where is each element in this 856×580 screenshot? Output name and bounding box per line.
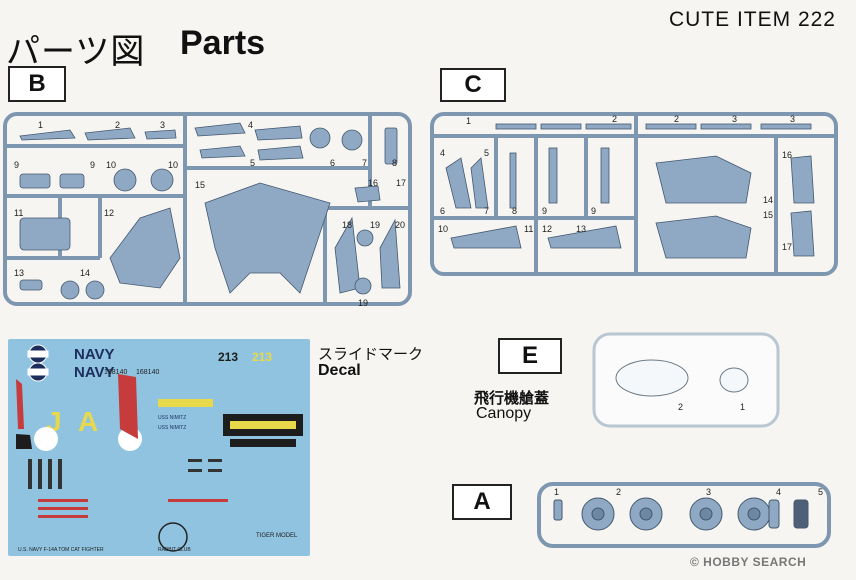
- decal-uss-1: USS NIMITZ: [158, 415, 186, 421]
- svg-text:9: 9: [14, 160, 19, 170]
- decal-label-jp: スライドマーク: [318, 345, 424, 363]
- svg-text:1: 1: [466, 116, 471, 126]
- sprue-c-label: C: [440, 68, 506, 102]
- svg-text:12: 12: [104, 208, 114, 218]
- svg-text:18: 18: [342, 220, 352, 230]
- svg-text:10: 10: [438, 224, 448, 234]
- svg-text:19: 19: [370, 220, 380, 230]
- svg-text:6: 6: [440, 206, 445, 216]
- decal-bureau-2: 168140: [136, 369, 159, 376]
- svg-text:1: 1: [554, 487, 559, 497]
- svg-text:17: 17: [782, 242, 792, 252]
- svg-text:15: 15: [195, 180, 205, 190]
- canopy-label-en: Canopy: [476, 405, 532, 422]
- svg-text:1: 1: [38, 120, 43, 130]
- svg-text:7: 7: [484, 206, 489, 216]
- svg-text:1: 1: [740, 402, 745, 412]
- svg-text:2: 2: [616, 487, 621, 497]
- page-title-jp: パーツ図: [6, 32, 146, 72]
- svg-text:5: 5: [484, 148, 489, 158]
- svg-text:14: 14: [80, 268, 90, 278]
- canopy-label-jp: 飛行機艙蓋: [474, 389, 550, 407]
- svg-text:11: 11: [14, 208, 23, 218]
- decal-label-en: Decal: [318, 362, 361, 379]
- svg-text:3: 3: [732, 114, 737, 124]
- svg-text:8: 8: [392, 158, 397, 168]
- decal-213-a: 213: [218, 350, 238, 364]
- svg-text:13: 13: [14, 268, 24, 278]
- svg-text:16: 16: [368, 178, 378, 188]
- svg-text:4: 4: [248, 120, 253, 130]
- decal-uss-2: USS NIMITZ: [158, 425, 186, 431]
- svg-text:7: 7: [362, 158, 367, 168]
- svg-text:4: 4: [776, 487, 781, 497]
- decal-bureau-1: 168140: [104, 369, 127, 376]
- svg-text:5: 5: [250, 158, 255, 168]
- sprue-e-label: E: [498, 338, 562, 374]
- svg-text:10: 10: [106, 160, 116, 170]
- sprue-a: 1 2 3 4 5: [537, 482, 831, 548]
- svg-text:3: 3: [790, 114, 795, 124]
- svg-text:4: 4: [440, 148, 445, 158]
- sprue-a-part-numbers: 1 2 3 4 5: [554, 487, 823, 497]
- page-title-en: Parts: [180, 24, 266, 62]
- svg-text:3: 3: [706, 487, 711, 497]
- svg-text:9: 9: [542, 206, 547, 216]
- decal-213-b: 213: [252, 350, 272, 364]
- decal-artwork: NAVY NAVY 168140 168140 213 213 J A USS …: [16, 344, 303, 553]
- item-number: CUTE ITEM 222: [668, 8, 836, 31]
- sprue-a-label: A: [452, 484, 512, 520]
- svg-text:20: 20: [395, 220, 405, 230]
- svg-text:2: 2: [612, 114, 617, 124]
- svg-text:6: 6: [330, 158, 335, 168]
- decal-rabbit-club: RABBIT CLUB: [158, 547, 191, 553]
- svg-text:12: 12: [542, 224, 552, 234]
- svg-text:17: 17: [396, 178, 406, 188]
- decal-sheet: NAVY NAVY 168140 168140 213 213 J A USS …: [8, 339, 310, 556]
- svg-text:5: 5: [818, 487, 823, 497]
- decal-navy-1: NAVY: [74, 346, 115, 363]
- svg-text:2: 2: [678, 402, 683, 412]
- watermark: © HOBBY SEARCH: [690, 555, 807, 569]
- svg-text:2: 2: [115, 120, 120, 130]
- decal-caption: U.S. NAVY F-14A TOM CAT FIGHTER: [18, 547, 104, 553]
- svg-text:9: 9: [591, 206, 596, 216]
- svg-text:13: 13: [576, 224, 586, 234]
- decal-tiger-model: TIGER MODEL: [256, 533, 298, 539]
- svg-text:2: 2: [674, 114, 679, 124]
- decal-navy-2: NAVY: [74, 364, 115, 381]
- svg-text:15: 15: [763, 210, 773, 220]
- svg-text:9: 9: [90, 160, 95, 170]
- decal-tail-a: A: [78, 406, 98, 437]
- svg-text:19: 19: [358, 298, 368, 308]
- svg-text:16: 16: [782, 150, 792, 160]
- svg-text:10: 10: [168, 160, 178, 170]
- sprue-e: 2 1: [592, 332, 780, 428]
- sprue-b-label: B: [8, 66, 66, 102]
- svg-text:8: 8: [512, 206, 517, 216]
- svg-text:11: 11: [524, 224, 533, 234]
- svg-text:3: 3: [160, 120, 165, 130]
- svg-text:14: 14: [763, 195, 773, 205]
